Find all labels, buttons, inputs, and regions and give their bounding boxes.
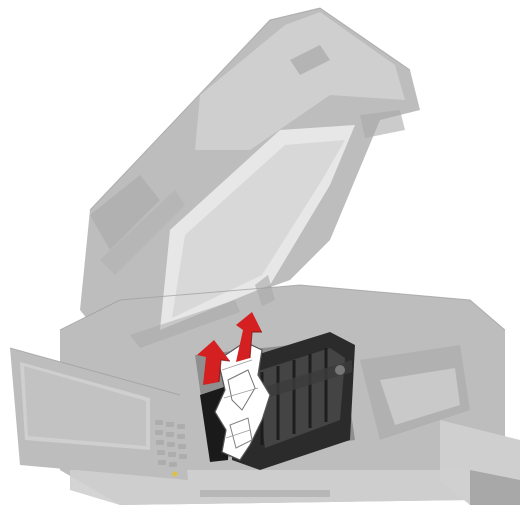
- pull-up-arrow-icon: [197, 312, 262, 385]
- control-panel: [10, 348, 188, 480]
- status-led-icon: [172, 471, 178, 477]
- outline-accents: [9, 7, 506, 396]
- jammed-paper: [214, 341, 271, 461]
- scanner-cover-raised: [80, 8, 420, 360]
- keypad: [155, 420, 187, 467]
- roller-assembly: [232, 332, 355, 470]
